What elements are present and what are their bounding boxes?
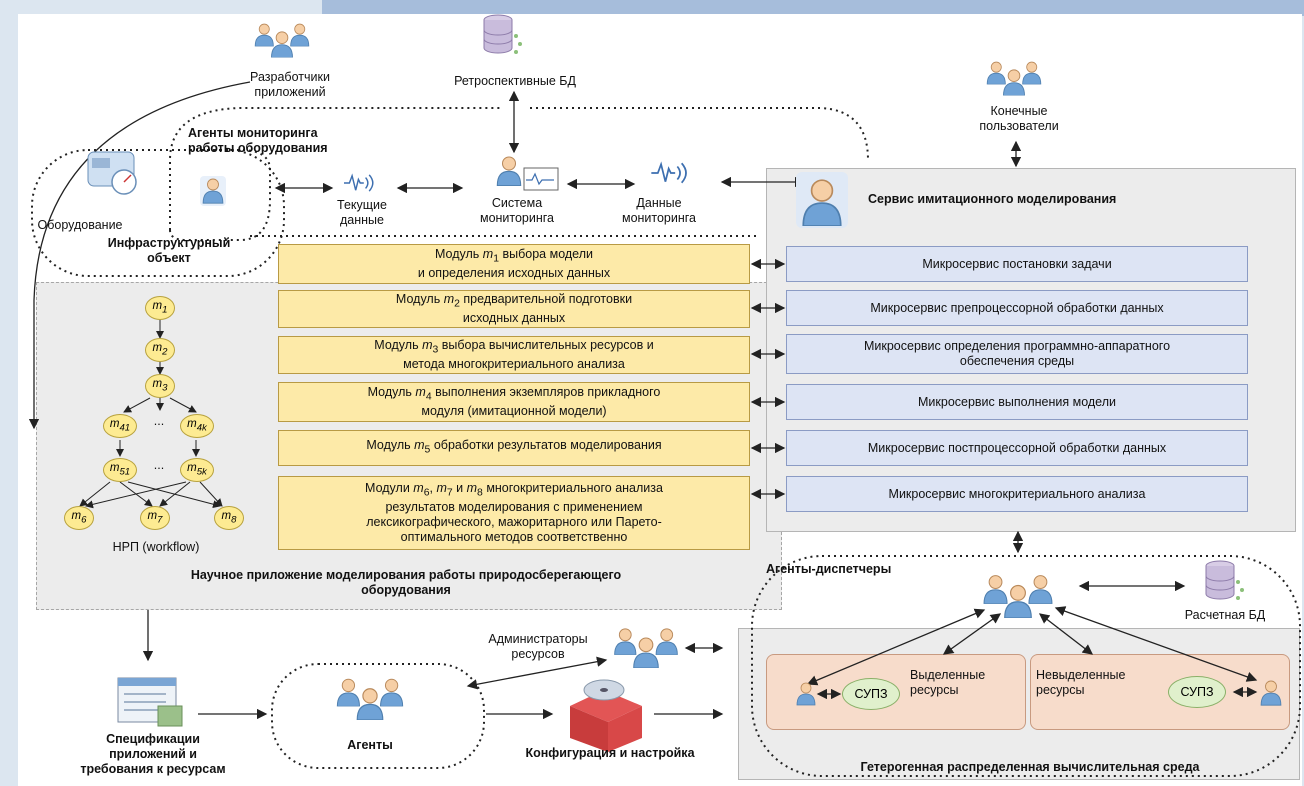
agents-outline bbox=[271, 663, 485, 769]
supz-unallocated: СУПЗ bbox=[1168, 676, 1226, 708]
agent-person-icon bbox=[496, 156, 559, 191]
microservice-postprocessing: Микросервис постпроцессорной обработки д… bbox=[786, 430, 1248, 466]
workflow-node-m2: m2 bbox=[145, 338, 175, 362]
module-m1-text: Модуль m1 выбора модели и определения ис… bbox=[417, 246, 611, 281]
agent-person-icon bbox=[796, 682, 816, 706]
database-icon bbox=[483, 14, 522, 55]
monitoring-data-label: Данные мониторинга bbox=[621, 196, 697, 225]
end-users-label: Конечные пользователи bbox=[979, 104, 1059, 133]
module-m6-m8: Модули m6, m7 и m8 многокритериального а… bbox=[278, 476, 750, 550]
specs-label: Спецификации приложений и требования к р… bbox=[80, 732, 226, 776]
signal-wave-icon bbox=[344, 174, 374, 192]
module-m1: Модуль m1 выбора модели и определения ис… bbox=[278, 244, 750, 284]
unallocated-resources-label: Невыделенные ресурсы bbox=[1036, 668, 1126, 697]
microservice-multicriteria: Микросервис многокритериального анализа bbox=[786, 476, 1248, 512]
equipment-label: Оборудование bbox=[37, 218, 123, 232]
resource-admins-label: Администраторы ресурсов bbox=[488, 632, 588, 661]
microservice-task-setup: Микросервис постановки задачи bbox=[786, 246, 1248, 282]
workflow-node-m41: m41 bbox=[103, 414, 137, 438]
module-m2: Модуль m2 предварительной подготовки исх… bbox=[278, 290, 750, 328]
module-m3: Модуль m3 выбора вычислительных ресурсов… bbox=[278, 336, 750, 374]
monitoring-agents-label: Агенты мониторинга работы оборудования bbox=[188, 126, 328, 155]
calc-db-label: Расчетная БД bbox=[1184, 608, 1266, 622]
current-data-label: Текущие данные bbox=[337, 198, 387, 227]
people-group-icon bbox=[337, 679, 402, 720]
infra-object-label: Инфраструктурный объект bbox=[107, 236, 231, 265]
workflow-node-m51: m51 bbox=[103, 458, 137, 482]
config-label: Конфигурация и настройка bbox=[525, 746, 695, 760]
workflow-node-m3: m3 bbox=[145, 374, 175, 398]
people-group-icon bbox=[987, 62, 1041, 95]
module-m3-text: Модуль m3 выбора вычислительных ресурсов… bbox=[374, 337, 654, 372]
workflow-node-m4k: m4k bbox=[180, 414, 214, 438]
database-icon bbox=[1205, 560, 1244, 601]
microservice-model-execution: Микросервис выполнения модели bbox=[786, 384, 1248, 420]
monitoring-system-label: Система мониторинга bbox=[479, 196, 555, 225]
workflow-node-m6: m6 bbox=[64, 506, 94, 530]
agent-person-icon bbox=[1260, 680, 1282, 706]
people-group-icon bbox=[615, 629, 678, 668]
allocated-resources-label: Выделенные ресурсы bbox=[910, 668, 986, 697]
workflow-ellipsis: ... bbox=[153, 458, 165, 472]
gauge-equipment-icon bbox=[87, 151, 137, 195]
module-m6-m8-text: Модули m6, m7 и m8 многокритериального а… bbox=[365, 480, 663, 545]
disc-box-config-icon bbox=[570, 679, 642, 752]
module-m5: Модуль m5 обработки результатов моделиро… bbox=[278, 430, 750, 466]
people-group-icon bbox=[984, 576, 1052, 618]
workflow-node-m5k: m5k bbox=[180, 458, 214, 482]
hetero-env-label: Гетерогенная распределенная вычислительн… bbox=[860, 760, 1200, 774]
module-m4: Модуль m4 выполнения экземпляров приклад… bbox=[278, 382, 750, 422]
workflow-node-m8: m8 bbox=[214, 506, 244, 530]
workflow-node-m1: m1 bbox=[145, 296, 175, 320]
supz-allocated: СУПЗ bbox=[842, 678, 900, 710]
dispatch-agents-label: Агенты-диспетчеры bbox=[766, 562, 892, 576]
monitoring-agents-outline bbox=[169, 107, 500, 230]
document-spec-icon bbox=[117, 677, 183, 727]
microservice-hw-sw-detection: Микросервис определения программно-аппар… bbox=[786, 334, 1248, 374]
module-m4-text: Модуль m4 выполнения экземпляров приклад… bbox=[367, 384, 661, 419]
people-group-icon bbox=[255, 24, 309, 57]
signal-wave-icon bbox=[650, 162, 687, 184]
dispatch-outline bbox=[751, 555, 1301, 777]
workflow-ellipsis: ... bbox=[153, 414, 165, 428]
agent-person-icon bbox=[200, 176, 226, 206]
sci-app-label: Научное приложение моделирования работы … bbox=[190, 568, 622, 597]
infra-object-outline bbox=[31, 149, 285, 277]
agents-label: Агенты bbox=[347, 738, 393, 752]
sim-service-title: Сервис имитационного моделирования bbox=[868, 192, 1117, 206]
agent-person-icon bbox=[796, 172, 848, 228]
microservice-preprocessing: Микросервис препроцессорной обработки да… bbox=[786, 290, 1248, 326]
window-top-bar bbox=[322, 0, 1304, 16]
workflow-label: НРП (workflow) bbox=[112, 540, 200, 554]
workflow-node-m7: m7 bbox=[140, 506, 170, 530]
module-m5-text: Модуль m5 обработки результатов моделиро… bbox=[366, 438, 662, 456]
module-m2-text: Модуль m2 предварительной подготовки исх… bbox=[395, 291, 633, 326]
retro-db-label: Ретроспективные БД bbox=[454, 74, 576, 88]
app-developers-label: Разработчики приложений bbox=[250, 70, 330, 99]
